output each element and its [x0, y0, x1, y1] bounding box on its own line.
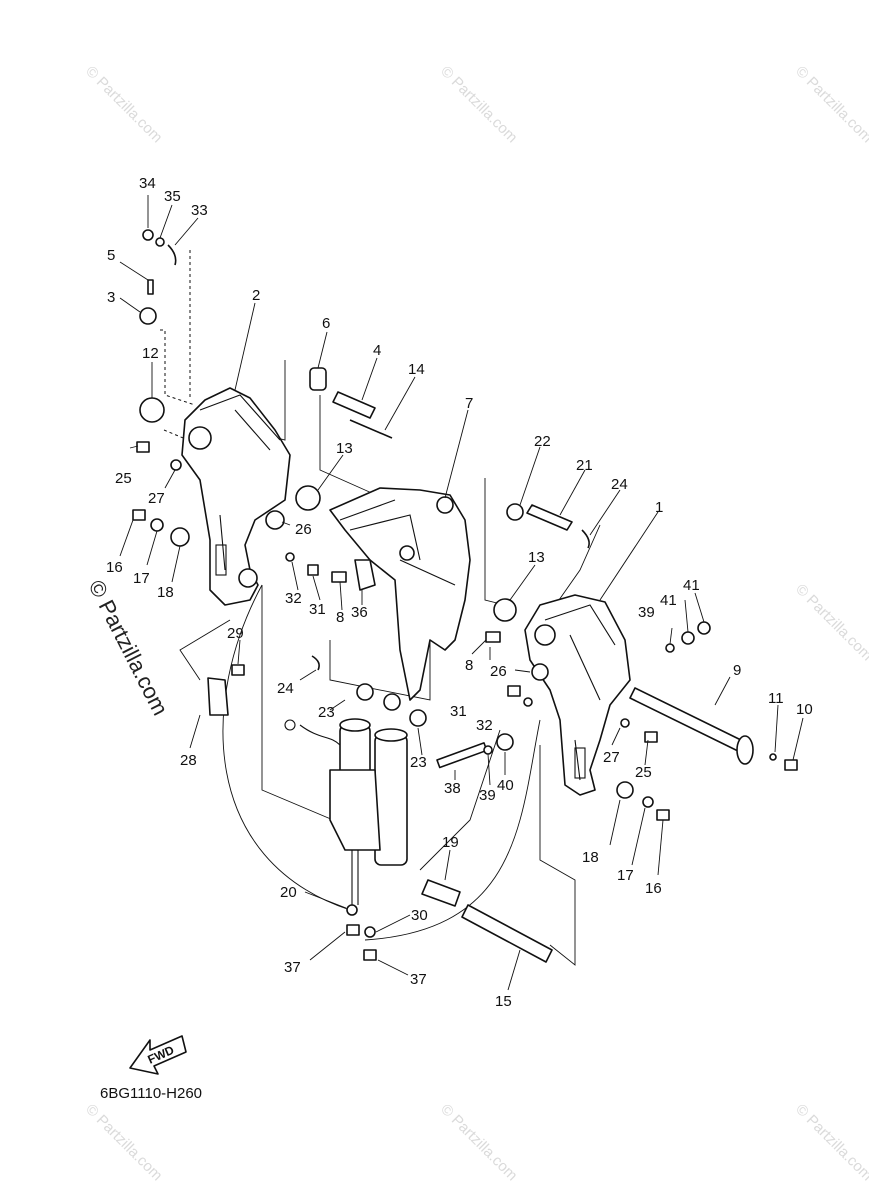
- collar: [421, 879, 461, 907]
- clamp-bracket-left: [181, 387, 291, 606]
- callout-15: 15: [495, 993, 512, 1010]
- callout-38: 38: [444, 780, 461, 797]
- callout-16: 16: [645, 880, 662, 897]
- callout-24: 24: [277, 680, 294, 697]
- callout-25: 25: [115, 470, 132, 487]
- callout-16: 16: [106, 559, 123, 576]
- callout-33: 33: [191, 202, 208, 219]
- callout-7: 7: [465, 395, 473, 412]
- callout-18: 18: [582, 849, 599, 866]
- callout-34: 34: [139, 175, 156, 192]
- callout-37: 37: [410, 971, 427, 988]
- callout-22: 22: [534, 433, 551, 450]
- watermark: © Partzilla.com: [437, 1101, 520, 1184]
- long-tube: [461, 904, 553, 963]
- callout-19: 19: [442, 834, 459, 851]
- callout-25: 25: [635, 764, 652, 781]
- watermark: © Partzilla.com: [792, 581, 869, 664]
- callout-37: 37: [284, 959, 301, 976]
- callout-28: 28: [180, 752, 197, 769]
- clamp-bracket-right: [524, 594, 631, 796]
- swivel-bracket: [329, 487, 471, 701]
- callout-2: 2: [252, 287, 260, 304]
- callout-13: 13: [528, 549, 545, 566]
- callout-29: 29: [227, 625, 244, 642]
- callout-3: 3: [107, 289, 115, 306]
- callout-12: 12: [142, 345, 159, 362]
- callout-27: 27: [603, 749, 620, 766]
- watermark: © Partzilla.com: [82, 1101, 165, 1184]
- callout-26: 26: [490, 663, 507, 680]
- shafts-and-pins: [332, 391, 754, 963]
- callout-23: 23: [410, 754, 427, 771]
- callout-8: 8: [336, 609, 344, 626]
- watermark: © Partzilla.com: [792, 63, 869, 146]
- callout-18: 18: [157, 584, 174, 601]
- callout-4: 4: [373, 342, 381, 359]
- callout-5: 5: [107, 247, 115, 264]
- callout-27: 27: [148, 490, 165, 507]
- callout-17: 17: [133, 570, 150, 587]
- callout-8: 8: [465, 657, 473, 674]
- callout-36: 36: [351, 604, 368, 621]
- callout-40: 40: [497, 777, 514, 794]
- callout-20: 20: [280, 884, 297, 901]
- watermark: © Partzilla.com: [437, 63, 520, 146]
- callout-17: 17: [617, 867, 634, 884]
- callout-41: 41: [683, 577, 700, 594]
- tilt-cylinder-unit: [284, 718, 408, 905]
- pin: [332, 391, 376, 419]
- callout-26: 26: [295, 521, 312, 538]
- callout-35: 35: [164, 188, 181, 205]
- callout-21: 21: [576, 457, 593, 474]
- callout-39: 39: [638, 604, 655, 621]
- callout-11: 11: [768, 690, 784, 707]
- callout-10: 10: [796, 701, 813, 718]
- callout-6: 6: [322, 315, 330, 332]
- callout-14: 14: [408, 361, 425, 378]
- callout-32: 32: [285, 590, 302, 607]
- diagram-code: 6BG1110-H260: [100, 1085, 202, 1102]
- callout-32: 32: [476, 717, 493, 734]
- callout-24: 24: [611, 476, 628, 493]
- assembly-lines: [160, 250, 601, 966]
- callout-30: 30: [411, 907, 428, 924]
- bolt: [436, 742, 488, 769]
- callout-31: 31: [309, 601, 326, 618]
- callout-labels: 34 35 33 5 3 2 12 6 4 14 7 13 25 27 22 2…: [106, 175, 813, 1010]
- callout-41: 41: [660, 592, 677, 609]
- hardware: [132, 229, 798, 961]
- callout-39: 39: [479, 787, 496, 804]
- leader-lines: [119, 195, 804, 991]
- watermarks: © Partzilla.com © Partzilla.com © Partzi…: [82, 63, 869, 1184]
- watermark: © Partzilla.com: [82, 63, 165, 146]
- pin: [526, 504, 573, 531]
- callout-9: 9: [733, 662, 741, 679]
- callout-1: 1: [655, 499, 663, 516]
- fwd-arrow-icon: FWD: [129, 1035, 187, 1075]
- callout-13: 13: [336, 440, 353, 457]
- watermark: © Partzilla.com: [792, 1101, 869, 1184]
- callout-23: 23: [318, 704, 335, 721]
- callout-31: 31: [450, 703, 467, 720]
